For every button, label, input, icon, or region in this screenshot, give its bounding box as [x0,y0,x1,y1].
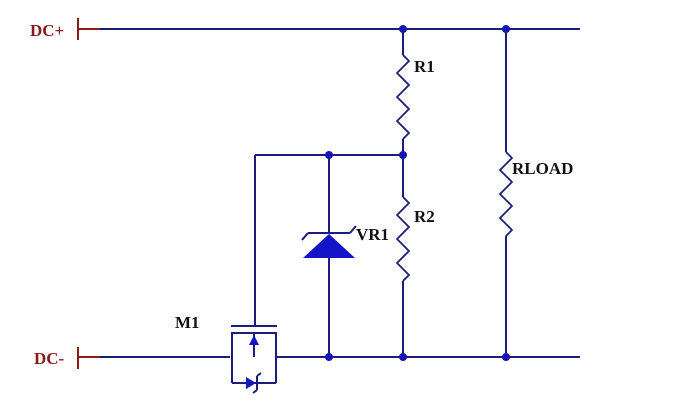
m1-label: M1 [175,313,200,332]
dc-positive-terminal: DC+ [30,18,100,40]
junction-node [399,25,407,33]
junction-node [399,151,407,159]
junction-node [502,353,510,361]
vr1-zener-diode [301,155,357,357]
rload-label: RLOAD [512,159,573,178]
junction-node [502,25,510,33]
vr1-label: VR1 [356,225,389,244]
dc-negative-label: DC- [34,349,65,368]
junction-node [399,353,407,361]
rload-resistor [499,29,513,357]
r2-resistor [396,155,410,357]
junction-node [325,151,333,159]
r1-label: R1 [414,57,435,76]
dc-negative-terminal: DC- [34,347,100,369]
junction-node [325,353,333,361]
m1-mosfet [231,155,277,394]
r2-label: R2 [414,207,435,226]
r1-resistor [396,29,410,155]
dc-positive-label: DC+ [30,21,64,40]
